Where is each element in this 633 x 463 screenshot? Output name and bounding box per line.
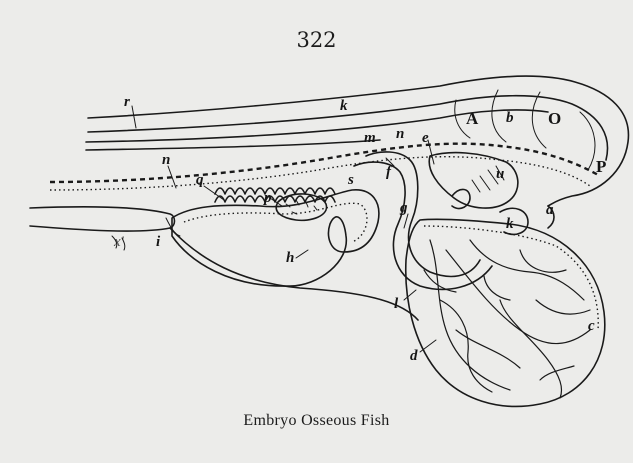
label-k-heart: k (506, 216, 514, 232)
label-O: O (548, 109, 561, 128)
label-k-body: k (340, 98, 348, 114)
label-A: A (466, 109, 479, 128)
label-e: e (422, 130, 429, 146)
label-u: u (496, 166, 504, 182)
label-q: q (196, 172, 204, 188)
figure-caption: Embryo Osseous Fish (0, 412, 633, 430)
label-P: P (596, 157, 606, 176)
label-x: x' (113, 234, 125, 250)
label-s: s (347, 172, 354, 188)
label-m-upper: m (364, 130, 376, 146)
liver-body (276, 194, 326, 220)
leader-lines (132, 106, 436, 352)
label-p: p (262, 190, 272, 206)
label-l: l (394, 296, 399, 312)
label-h: h (286, 250, 294, 266)
label-b: b (506, 110, 514, 126)
label-n-upper: n (396, 126, 404, 142)
ventral-outline (30, 207, 418, 320)
label-a: a (546, 202, 554, 218)
label-d: d (410, 348, 418, 364)
label-n-left: n (162, 152, 170, 168)
yolk-sac (406, 219, 605, 406)
label-r: r (124, 94, 130, 110)
intestine-loop (172, 152, 492, 289)
label-i: i (156, 234, 161, 250)
label-c: c (588, 318, 595, 334)
label-g: g (399, 200, 408, 216)
